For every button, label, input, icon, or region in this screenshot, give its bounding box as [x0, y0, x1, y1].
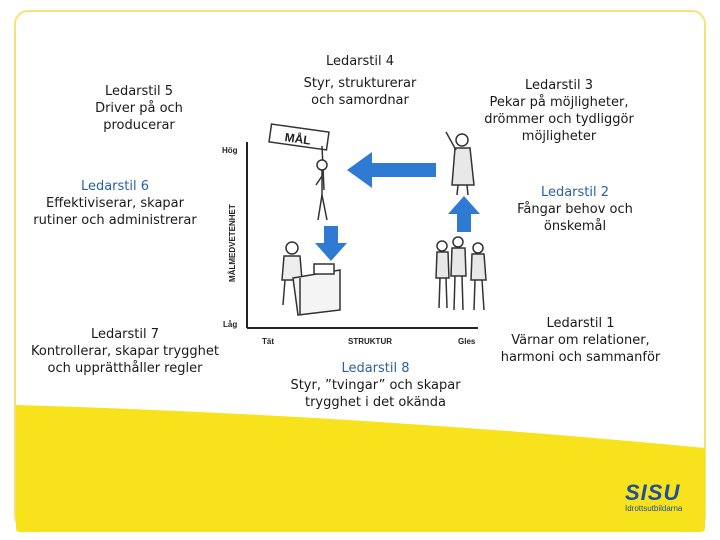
x-axis-left-label: Tät — [262, 337, 274, 346]
group-figures-icon — [435, 236, 487, 311]
x-axis-title: STRUKTUR — [348, 337, 392, 346]
style-1-desc: Värnar om relationer, harmoni och samman… — [500, 333, 661, 365]
style-8-block: Ledarstil 8 Styr, ”tvingar” och skapar t… — [283, 360, 468, 411]
style-7-title: Ledarstil 7 — [90, 327, 160, 342]
yellow-band — [16, 405, 705, 532]
arrow-left-icon — [347, 152, 436, 188]
style-6-desc: Effektiviserar, skapar rutiner och admin… — [33, 196, 197, 228]
pointing-figure-icon — [445, 131, 475, 196]
arrow-down-icon — [315, 226, 347, 261]
style-5-desc: Driver på och producerar — [95, 101, 183, 133]
logo-word: SISU — [625, 480, 681, 505]
style-3-title: Ledarstil 3 — [524, 78, 594, 93]
desk-worker-icon — [281, 241, 341, 316]
style-5-title: Ledarstil 5 — [104, 84, 174, 99]
style-4-desc: Styr, strukturerar och samordnar — [303, 76, 417, 108]
style-4-title: Ledarstil 4 — [325, 54, 395, 69]
arrow-up-icon — [448, 196, 480, 232]
style-1-title: Ledarstil 1 — [546, 316, 615, 331]
goal-sign-figure-icon — [268, 123, 330, 221]
style-3-block: Ledarstil 3 Pekar på möjligheter, drömme… — [474, 77, 644, 145]
style-7-block: Ledarstil 7 Kontrollerar, skapar trygghe… — [25, 326, 225, 377]
style-7-desc: Kontrollerar, skapar trygghet och upprät… — [30, 344, 220, 376]
style-8-title: Ledarstil 8 — [341, 361, 410, 376]
logo-subtitle: Idrottsutbildarna — [625, 504, 683, 513]
style-8-desc: Styr, ”tvingar” och skapar trygghet i de… — [290, 378, 461, 410]
style-6-title: Ledarstil 6 — [80, 179, 150, 194]
y-axis-high-label: Hög — [222, 146, 238, 155]
style-2-block: Ledarstil 2 Fångar behov och önskemål — [515, 184, 635, 235]
sisu-logo: SISU Idrottsutbildarna — [625, 480, 683, 514]
y-axis-low-label: Låg — [223, 320, 238, 329]
style-2-desc: Fångar behov och önskemål — [517, 202, 633, 234]
x-axis-right-label: Gles — [458, 337, 476, 346]
style-4-block: Ledarstil 4 Styr, strukturerar och samor… — [290, 53, 430, 109]
style-1-block: Ledarstil 1 Värnar om relationer, harmon… — [488, 315, 673, 366]
style-5-block: Ledarstil 5 Driver på och producerar — [80, 83, 198, 134]
style-6-block: Ledarstil 6 Effektiviserar, skapar rutin… — [30, 178, 200, 229]
style-3-desc: Pekar på möjligheter, drömmer och tydlig… — [484, 95, 634, 144]
style-2-title: Ledarstil 2 — [540, 185, 610, 200]
y-axis-title: MÅLMEDVETENHET — [228, 204, 237, 282]
sign-text: MÅL — [284, 129, 312, 147]
